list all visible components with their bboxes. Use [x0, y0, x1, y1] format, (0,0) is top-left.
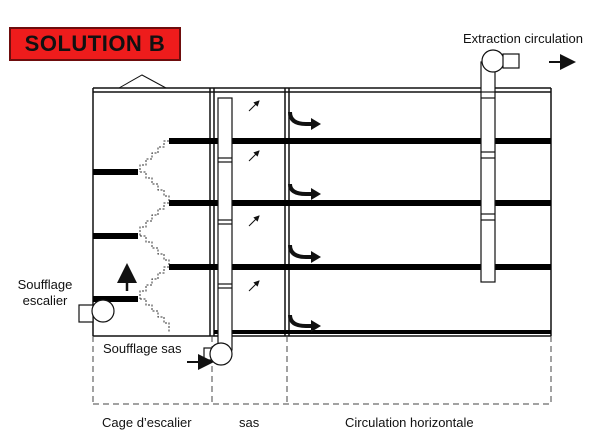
transfer-arrows	[288, 111, 312, 328]
sas-supply-label: Soufflage sas	[103, 341, 182, 356]
stair-supply-label: Soufflage escalier	[13, 277, 77, 309]
solution-title: SOLUTION B	[9, 27, 181, 61]
stairs	[139, 140, 170, 332]
sas-supply-duct	[203, 97, 233, 366]
zone-dividers	[209, 88, 290, 336]
stair-supply-fan	[78, 299, 115, 323]
floors-landings	[93, 169, 138, 302]
stair-supply-label-line1: Soufflage	[17, 277, 73, 292]
extraction-duct	[480, 49, 520, 283]
sas-diffusion-arrows	[248, 100, 260, 292]
stair-supply-label-line2: escalier	[22, 293, 68, 308]
floors-circulation	[169, 138, 551, 334]
zone-label-stairwell: Cage d’escalier	[102, 415, 192, 430]
zone-label-corridor: Circulation horizontale	[345, 415, 474, 430]
building-outline	[92, 74, 552, 337]
extraction-label: Extraction circulation	[463, 31, 583, 46]
zone-label-sas: sas	[239, 415, 260, 430]
transfer-arrow-heads	[311, 118, 321, 332]
